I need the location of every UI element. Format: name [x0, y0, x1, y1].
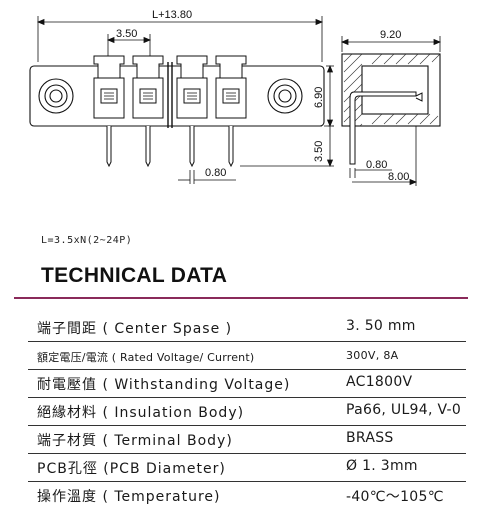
dimension-pin-width-label: 0.80 [205, 167, 226, 179]
dimension-pin-length [240, 125, 334, 168]
spec-label: 耐電壓值 ( Withstanding Voltage) [37, 377, 291, 393]
length-formula: L=3.5xN(2~24P) [41, 235, 133, 246]
spec-value: Ø 1. 3mm [346, 458, 418, 474]
dimension-side-pin-label: 0.80 [366, 159, 387, 171]
dimension-pin-width [178, 170, 236, 184]
spec-row-pcb-diameter: PCB孔徑 (PCB Diameter) Ø 1. 3mm [0, 454, 478, 482]
spec-row-insulation-body: 絕緣材料 ( Insulation Body) Pa66, UL94, V-0 [0, 398, 478, 426]
dimension-side-depth-label: 8.00 [388, 171, 409, 183]
row-divider [28, 341, 466, 342]
spec-label: PCB孔徑 (PCB Diameter) [37, 461, 226, 477]
dimension-pin-length-label: 3.50 [313, 141, 325, 162]
dimension-height [326, 64, 334, 128]
row-divider [28, 453, 466, 454]
dimension-side-width-label: 9.20 [380, 29, 401, 41]
spec-value: BRASS [346, 430, 394, 446]
spec-label: 絕緣材料 ( Insulation Body) [37, 405, 245, 421]
spec-label: 操作溫度 ( Temperature) [37, 489, 221, 505]
row-divider [28, 481, 466, 482]
dimension-overall-length [36, 16, 324, 62]
row-divider [28, 369, 466, 370]
dimension-height-label: 6.90 [313, 87, 325, 108]
spec-row-withstanding-voltage: 耐電壓值 ( Withstanding Voltage) AC1800V [0, 370, 478, 398]
dimension-pitch-label: 3.50 [116, 28, 137, 40]
spec-value: AC1800V [346, 374, 413, 390]
spec-row-terminal-body: 端子材質 ( Terminal Body) BRASS [0, 426, 478, 454]
dimension-side-width [340, 36, 442, 52]
terminal-cells [93, 55, 247, 119]
spec-label: 端子間距 ( Center Spase ) [37, 321, 233, 337]
row-divider [28, 425, 466, 426]
dimension-side-depth [352, 126, 418, 186]
connector-technical-drawing: L+13.80 3.50 [29, 9, 442, 186]
spec-value: 3. 50 mm [346, 318, 416, 334]
spec-row-temperature: 操作溫度 ( Temperature) -40℃～105℃ [0, 482, 478, 510]
spec-row-center-spacing: 端子間距 ( Center Spase ) 3. 50 mm [0, 314, 478, 342]
dimension-side-pin [349, 168, 392, 178]
spec-value: Pa66, UL94, V-0 [346, 402, 462, 418]
dimension-pitch [106, 34, 152, 58]
title-underline [14, 297, 468, 299]
terminal-pins [106, 126, 234, 168]
connector-body-side [341, 53, 441, 127]
spec-label: 端子材質 ( Terminal Body) [37, 433, 233, 449]
spec-row-rated-voltage: 額定電压/電流 ( Rated Voltage/ Current) 300V, … [0, 342, 478, 370]
spec-label: 額定電压/電流 ( Rated Voltage/ Current) [37, 351, 255, 364]
spec-value: -40℃～105℃ [346, 489, 444, 505]
side-view-hatching [343, 53, 441, 127]
spec-value: 300V, 8A [346, 349, 399, 362]
side-view-pin [349, 91, 423, 165]
dimension-overall-length-label: L+13.80 [152, 9, 192, 21]
section-title: TECHNICAL DATA [41, 264, 228, 287]
row-divider [28, 397, 466, 398]
